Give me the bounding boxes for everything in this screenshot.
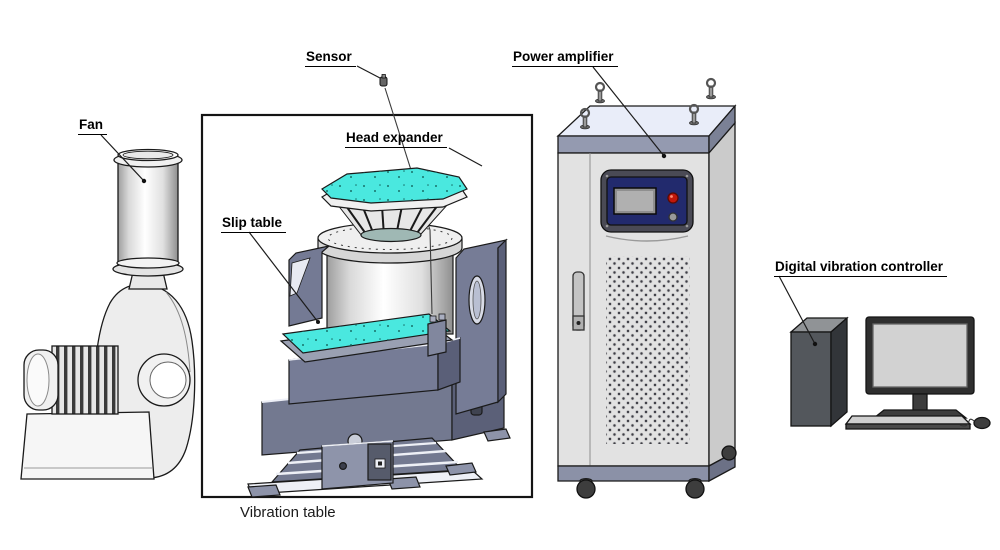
ventilation-grille <box>606 256 690 444</box>
sensor-cable <box>384 87 433 315</box>
lifting-eyebolts <box>579 77 717 130</box>
label-power-amplifier: Power amplifier <box>512 49 618 67</box>
label-head-expander: Head expander <box>345 130 447 148</box>
leader-lines <box>100 65 818 347</box>
computer-mouse <box>959 416 991 430</box>
head-expander-plate <box>321 167 468 212</box>
caption-vibration-table: Vibration table <box>240 504 336 521</box>
leader-digital-vibration-controller <box>778 275 818 347</box>
left-trunnion-support <box>288 245 330 327</box>
label-slip-table: Slip table <box>221 215 287 233</box>
power-amplifier-illustration <box>556 77 737 499</box>
computer-monitor <box>865 316 975 419</box>
leader-power-amplifier <box>592 66 667 159</box>
casters <box>576 445 737 499</box>
computer-keyboard <box>844 415 972 430</box>
leader-sensor <box>356 65 381 79</box>
sensor-icon <box>379 74 388 87</box>
panel-button <box>668 212 678 222</box>
vibration-table-illustration <box>200 87 534 499</box>
leader-slip-table <box>248 231 320 324</box>
controller-and-computer <box>789 316 991 430</box>
right-trunnion-support <box>455 238 508 415</box>
power-led <box>667 192 679 204</box>
fan-illustration <box>20 148 196 480</box>
leader-fan <box>100 134 147 184</box>
label-digital-vibration-controller: Digital vibration controller <box>774 259 948 277</box>
amplifier-control-panel <box>600 169 694 242</box>
label-sensor: Sensor <box>305 49 356 67</box>
table-control-box <box>321 433 394 490</box>
slip-table-plate <box>279 313 454 363</box>
label-fan: Fan <box>78 117 108 135</box>
leader-head-expander <box>448 147 483 167</box>
controller-box <box>789 316 849 428</box>
